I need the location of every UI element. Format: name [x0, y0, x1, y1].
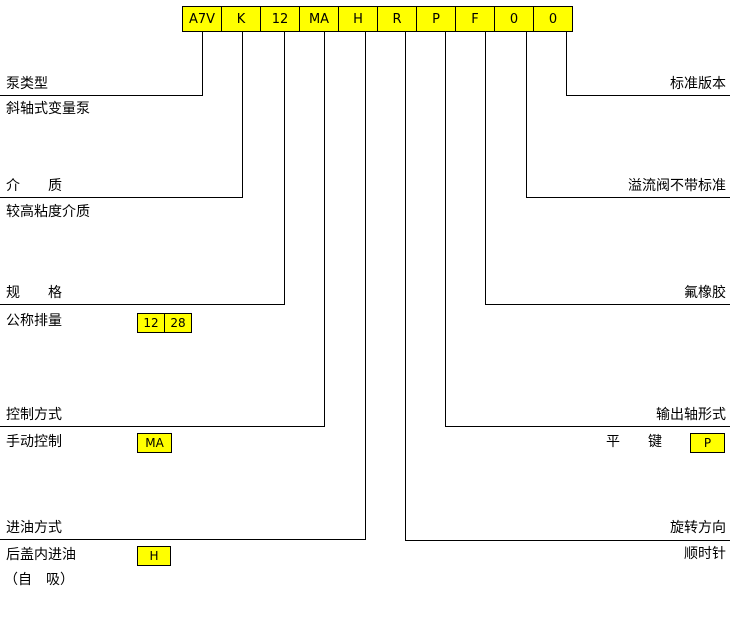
medium-value: 较高粘度介质 [6, 204, 90, 220]
rotation-value: 顺时针 [684, 546, 726, 562]
connector-relief-valve [526, 32, 730, 198]
connector-standard-version [566, 32, 730, 96]
connector-medium [0, 32, 243, 198]
output-shaft-value: 平 键 [606, 434, 662, 450]
spec-value: 公称排量 [6, 313, 62, 329]
spec-option-28: 28 [164, 313, 192, 333]
control-value: 手动控制 [6, 434, 62, 450]
pump-type-value: 斜轴式变量泵 [6, 101, 90, 117]
connector-pump-type [0, 32, 203, 96]
connector-spec [0, 32, 285, 305]
medium-title: 介 质 [6, 178, 62, 194]
oil-inlet-code-box: H [137, 546, 171, 566]
output-shaft-code-box: P [690, 433, 725, 453]
connector-control [0, 32, 325, 427]
pump-type-title: 泵类型 [6, 76, 48, 92]
control-code-box: MA [137, 433, 172, 453]
code-cell-rotation: R [377, 6, 417, 32]
oil-inlet-note: （自 吸） [4, 572, 74, 588]
connector-rotation [405, 32, 730, 541]
connector-oil-inlet [0, 32, 366, 540]
code-cell-medium: K [221, 6, 261, 32]
control-title: 控制方式 [6, 407, 62, 423]
code-cell-control: MA [299, 6, 339, 32]
code-cell-version: 0 [533, 6, 573, 32]
connector-output-shaft [445, 32, 730, 427]
oil-inlet-title: 进油方式 [6, 520, 62, 536]
relief-valve-title: 溢流阀不带标准 [628, 178, 726, 194]
rotation-title: 旋转方向 [670, 520, 726, 536]
spec-options: 12 28 [137, 313, 192, 333]
code-cell-size: 12 [260, 6, 300, 32]
oil-inlet-value: 后盖内进油 [6, 547, 76, 563]
code-cell-seal: F [455, 6, 495, 32]
spec-option-12: 12 [137, 313, 165, 333]
standard-version-title: 标准版本 [670, 76, 726, 92]
code-cell-series: A7V [182, 6, 222, 32]
code-cell-output-shaft: P [416, 6, 456, 32]
connector-seal [485, 32, 730, 305]
seal-title: 氟橡胶 [684, 285, 726, 301]
output-shaft-title: 输出轴形式 [656, 407, 726, 423]
spec-title: 规 格 [6, 285, 62, 301]
code-cell-oil-inlet: H [338, 6, 378, 32]
model-code-row: A7V K 12 MA H R P F 0 0 [182, 6, 573, 32]
code-cell-relief-valve: 0 [494, 6, 534, 32]
